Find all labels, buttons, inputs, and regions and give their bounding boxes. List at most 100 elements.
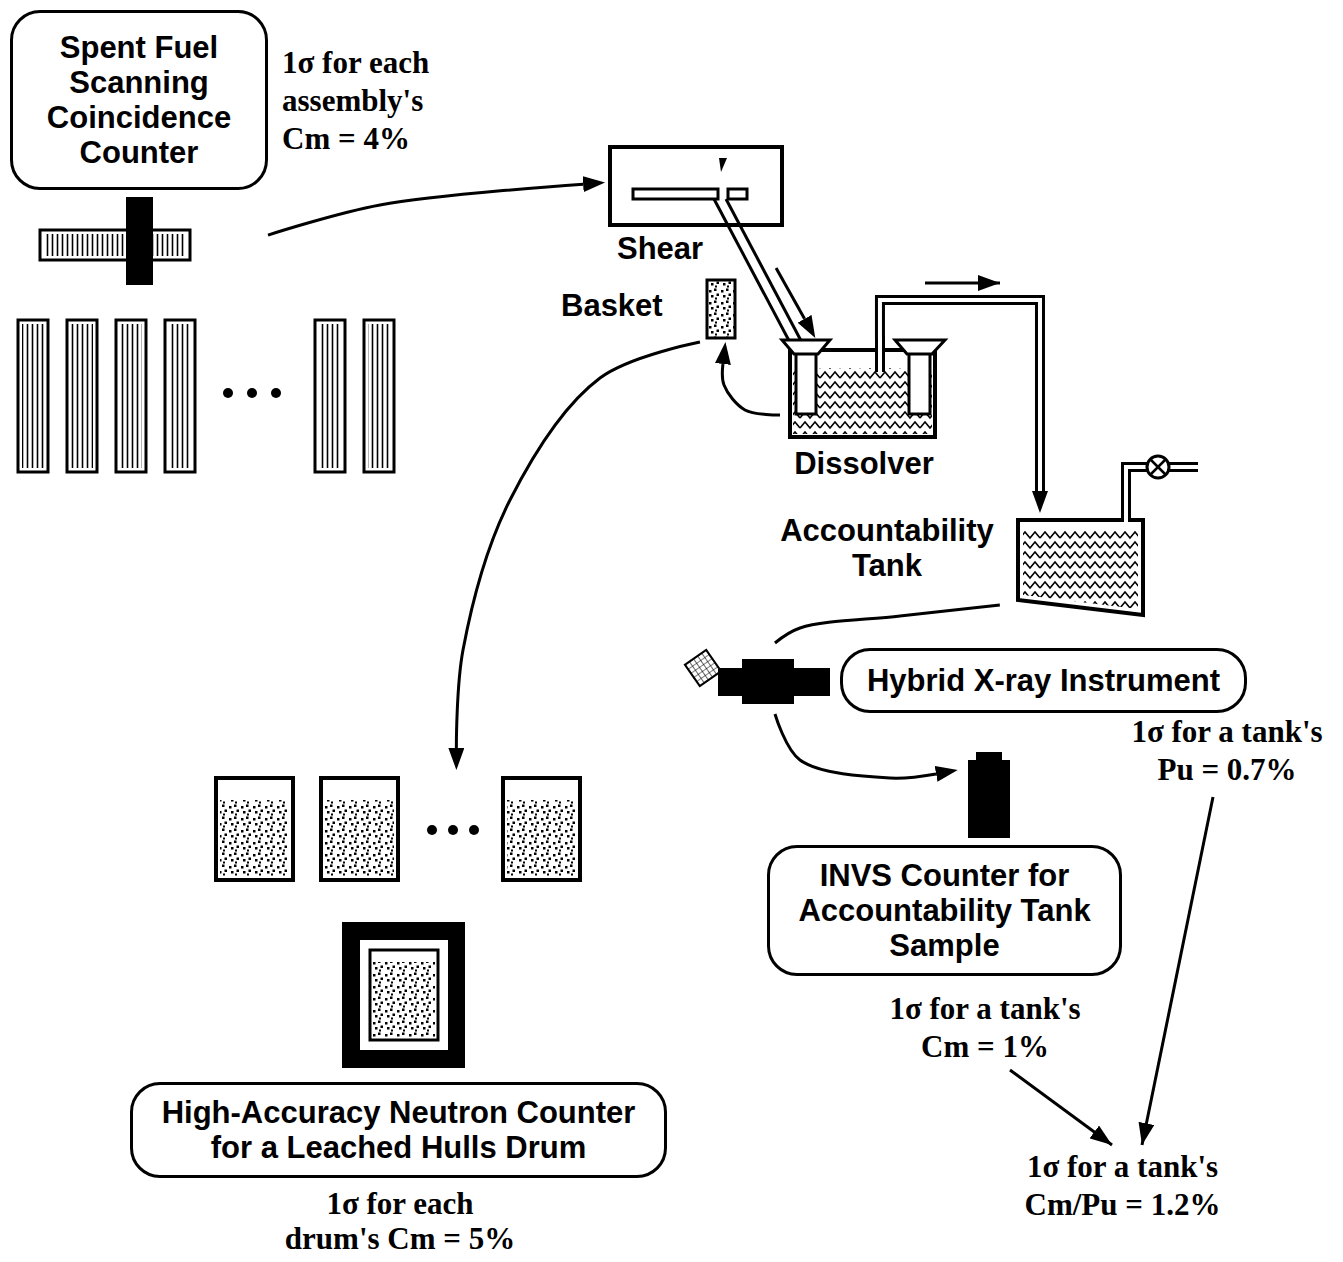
flow-arrow — [925, 282, 1000, 285]
flow-arrow — [456, 342, 700, 748]
accountability-tank-vessel — [1151, 460, 1165, 474]
neutron-counter-symbol — [342, 922, 465, 1068]
annotation-text: 1σ for each drum's Cm = 5% — [278, 1186, 522, 1256]
neutron-counter-symbol — [360, 940, 448, 1050]
process-node: Shear — [605, 145, 787, 268]
flow-arrow — [775, 714, 936, 778]
flow-arrow — [268, 184, 583, 235]
annotation-text: 1σ for a tank's Pu = 0.7% — [1118, 713, 1336, 789]
neutron-counter-symbol — [373, 962, 435, 1037]
annotation-text: 1σ for a tank's Cm/Pu = 1.2% — [1005, 1148, 1240, 1224]
hulls-drum — [321, 778, 398, 880]
basket-symbol — [707, 280, 735, 338]
fuel-assembly — [315, 320, 345, 472]
fuel-assembly — [169, 324, 191, 468]
fuel-assembly-scanner — [44, 234, 186, 256]
dissolver-vessel — [909, 352, 930, 414]
name-label: Shear — [617, 231, 703, 266]
name-label: Basket — [561, 288, 663, 323]
flow-arrow — [776, 268, 804, 319]
accountability-tank-vessel — [1018, 456, 1200, 615]
chute — [726, 199, 807, 352]
dissolver-vessel — [895, 340, 945, 354]
name-label: Accountability Tank — [767, 513, 1007, 583]
hulls-drum — [503, 778, 580, 880]
combination-arrow — [1142, 797, 1213, 1145]
fuel-assembly — [18, 320, 394, 472]
fuel-assembly — [18, 320, 48, 472]
node-text: Hybrid X-ray Instrument — [853, 663, 1234, 698]
invs-detector-symbol — [968, 752, 1010, 838]
fuel-assembly — [116, 320, 146, 472]
annotation-text: 1σ for each assembly's Cm = 4% — [282, 44, 457, 158]
accountability-tank-vessel — [1023, 530, 1138, 609]
flow-arrow — [925, 283, 1000, 284]
process-node: Dissolver — [780, 338, 948, 482]
node-text: Dissolver — [780, 446, 948, 481]
accountability-tank-vessel — [1018, 520, 1143, 615]
xray-instrument-symbol — [685, 650, 721, 686]
invs-detector-symbol — [968, 760, 1010, 838]
rounded-box: Hybrid X-ray Instrument — [840, 648, 1247, 713]
shear-symbol — [610, 147, 782, 225]
shear-symbol — [719, 158, 727, 172]
accountability-tank-vessel — [1147, 456, 1169, 478]
rounded-box: Spent Fuel Scanning Coincidence Counter — [10, 10, 268, 190]
fuel-assembly-scanner — [126, 197, 153, 285]
rounded-box: High-Accuracy Neutron Counter for a Leac… — [130, 1082, 667, 1178]
node-text: Accountability Tank — [767, 513, 1007, 583]
node-text: INVS Counter for Accountability Tank Sam… — [782, 858, 1107, 963]
fuel-assembly — [319, 324, 341, 468]
fuel-assembly — [22, 324, 44, 468]
shear-symbol — [610, 147, 782, 225]
node-text: Shear — [617, 231, 703, 266]
fuel-assembly — [368, 324, 390, 468]
node-text: High-Accuracy Neutron Counter for a Leac… — [143, 1095, 654, 1165]
hulls-drum — [216, 778, 580, 880]
process-node: Basket — [558, 278, 740, 342]
hulls-drum — [220, 800, 289, 876]
fuel-assembly — [67, 320, 97, 472]
flow-arrow — [775, 605, 1000, 643]
process-node: Accountability Tank — [775, 513, 1140, 605]
fuel-assembly — [364, 320, 394, 472]
node-text: Basket — [561, 288, 663, 323]
dissolver-vessel — [782, 334, 945, 437]
dissolver-vessel — [878, 334, 882, 372]
name-label: Dissolver — [780, 446, 948, 481]
hulls-drum — [507, 800, 576, 876]
ellipsis-dots — [223, 388, 233, 398]
flow-arrow — [722, 364, 780, 415]
dissolver-vessel — [790, 350, 935, 437]
neutron-counter-symbol — [370, 950, 438, 1040]
fuel-assembly — [120, 324, 142, 468]
shear-symbol — [728, 189, 747, 199]
process-node: High-Accuracy Neutron Counter for a Leac… — [130, 770, 667, 1178]
xray-instrument-symbol — [685, 650, 830, 704]
ellipsis-dots — [427, 825, 437, 835]
ellipsis-dots — [271, 388, 281, 398]
fuel-assembly-scanner — [40, 230, 190, 260]
process-node: Hybrid X-ray Instrument — [680, 643, 1247, 714]
shear-symbol — [633, 189, 718, 199]
hulls-drum — [216, 778, 293, 880]
rounded-box: INVS Counter for Accountability Tank Sam… — [767, 845, 1122, 976]
ellipsis-dots — [247, 388, 257, 398]
ellipsis-dots — [448, 825, 458, 835]
node-text: Spent Fuel Scanning Coincidence Counter — [23, 30, 255, 170]
fuel-assembly — [71, 324, 93, 468]
process-node: Spent Fuel Scanning Coincidence Counter — [10, 10, 268, 290]
hulls-drum — [325, 800, 394, 876]
xray-instrument-symbol — [742, 659, 794, 704]
ellipsis-dots — [469, 825, 479, 835]
dissolver-vessel — [782, 340, 830, 354]
fuel-assembly-scanner — [40, 197, 190, 285]
ellipsis-dots — [223, 388, 479, 835]
basket-symbol — [707, 280, 735, 338]
accountability-tank-vessel — [1151, 460, 1165, 474]
xray-instrument-symbol — [685, 650, 721, 686]
fuel-assembly — [165, 320, 195, 472]
annotation-text: 1σ for a tank's Cm = 1% — [870, 990, 1100, 1066]
